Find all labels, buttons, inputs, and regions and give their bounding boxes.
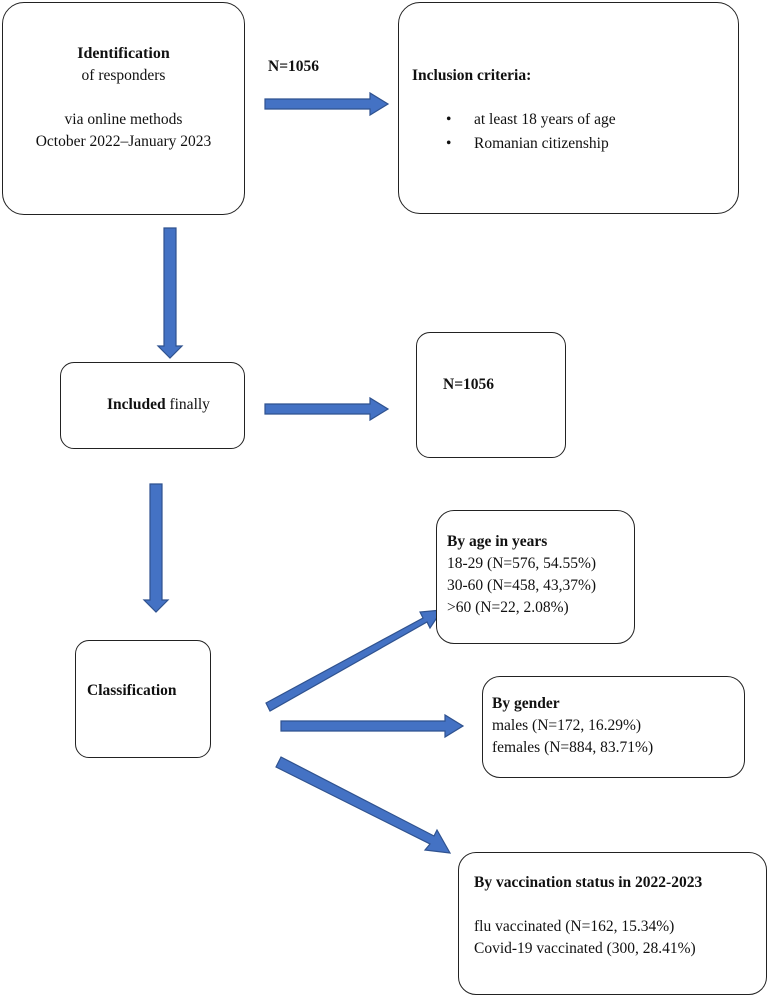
included-box — [60, 362, 245, 449]
vaccination-box — [458, 852, 767, 995]
arrow-to-gender — [280, 713, 465, 739]
vaccination-line-2: Covid-19 vaccinated (300, 28.41%) — [474, 940, 696, 957]
n-included-label: N=1056 — [443, 376, 495, 393]
arrow-to-inclusion — [264, 91, 390, 117]
arrow-to-vaccination — [275, 756, 452, 854]
age-line-1: 18-29 (N=576, 54.55%) — [447, 555, 597, 572]
identification-box — [2, 2, 245, 215]
vaccination-title: By vaccination status in 2022-2023 — [474, 874, 703, 891]
classification-box — [75, 640, 211, 758]
bullet-icon: • — [446, 135, 452, 152]
inclusion-item-1: •at least 18 years of age — [446, 109, 616, 131]
bullet-icon: • — [446, 111, 452, 128]
gender-title: By gender — [492, 695, 560, 712]
identification-line-2: of responders — [81, 67, 166, 84]
inclusion-box — [398, 2, 739, 214]
age-line-3: >60 (N=22, 2.08%) — [447, 599, 569, 616]
vaccination-line-1: flu vaccinated (N=162, 15.34%) — [474, 918, 675, 935]
gender-box — [482, 676, 745, 778]
gender-line-1: males (N=172, 16.29%) — [492, 717, 642, 734]
age-box — [436, 510, 635, 644]
n-top-label: N=1056 — [268, 58, 320, 75]
identification-line-3: via online methods — [64, 111, 183, 128]
identification-line-4: October 2022–January 2023 — [35, 133, 212, 150]
n-included-box — [416, 332, 566, 458]
age-title: By age in years — [447, 533, 548, 550]
age-line-2: 30-60 (N=458, 43,37%) — [447, 577, 597, 594]
classification-title: Classification — [87, 682, 177, 699]
inclusion-item-2: •Romanian citizenship — [446, 133, 609, 155]
inclusion-title: Inclusion criteria: — [412, 67, 532, 84]
identification-title: Identification — [77, 45, 170, 62]
arrow-to-included — [156, 227, 184, 359]
gender-line-2: females (N=884, 83.71%) — [492, 739, 654, 756]
arrow-to-age — [265, 609, 444, 712]
arrow-to-n-included — [264, 396, 390, 422]
included-label: Included finally — [107, 396, 210, 413]
arrow-to-classification — [142, 483, 170, 613]
